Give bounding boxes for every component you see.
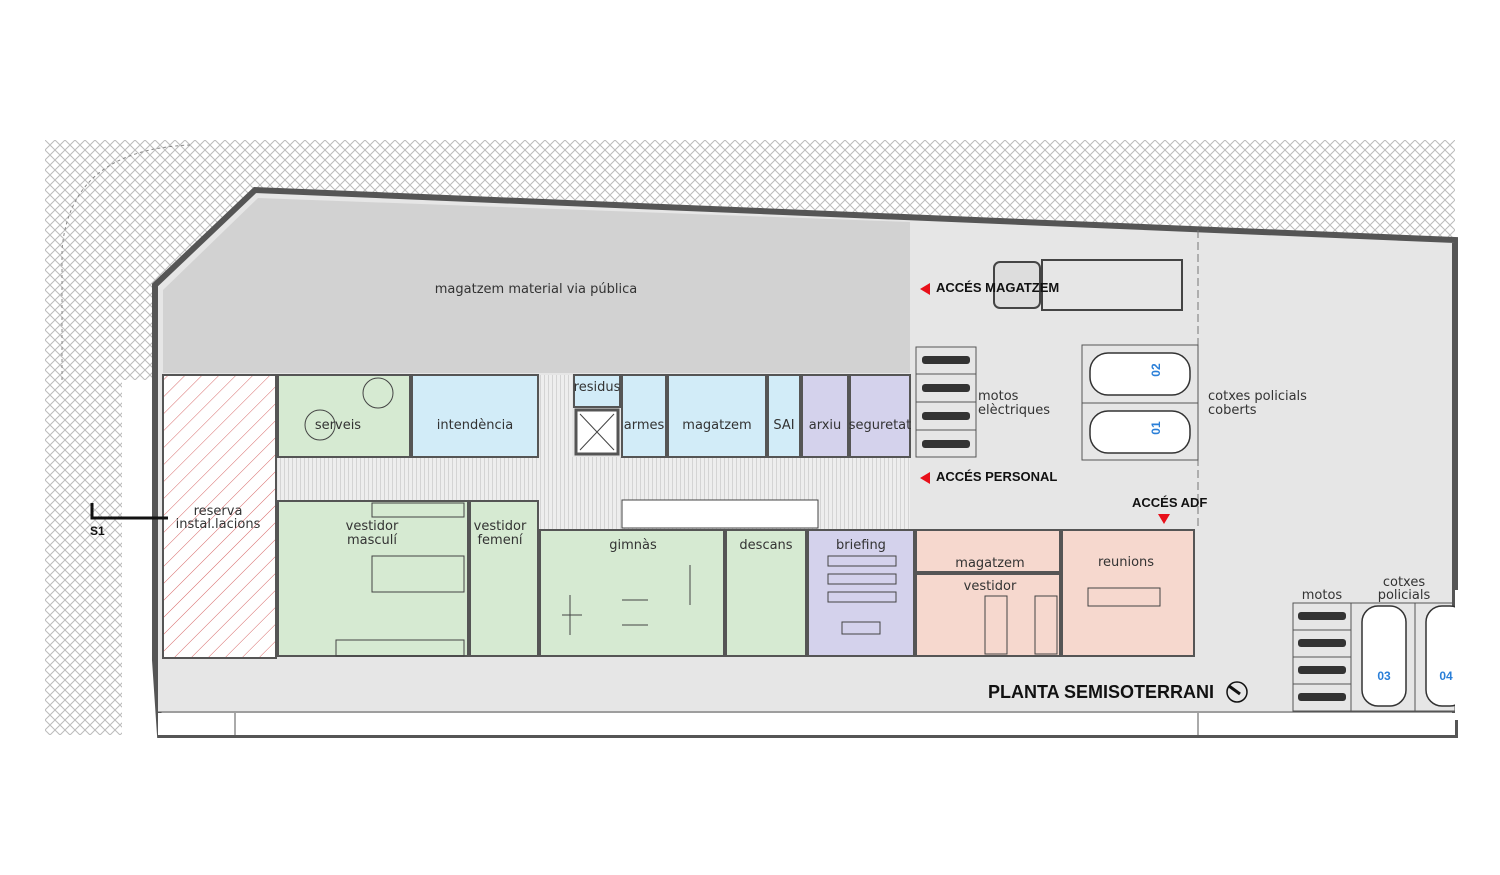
room-label: vestidor xyxy=(964,579,1017,594)
room-vestidor xyxy=(915,573,1061,657)
car-number: 04 xyxy=(1439,669,1453,683)
plan-title: PLANTA SEMISOTERRANI xyxy=(988,682,1214,702)
room-label: serveis xyxy=(315,418,361,433)
moto-electric-bays xyxy=(915,346,977,458)
room-label: femení xyxy=(477,533,522,548)
room-label: armes xyxy=(624,418,665,433)
north-arrow-icon xyxy=(1226,681,1248,703)
room-label: magatzem xyxy=(955,556,1024,571)
room-label: magatzem xyxy=(682,418,751,433)
access-label: ACCÉS ADF xyxy=(1132,495,1207,510)
room-sai xyxy=(767,374,801,458)
room-vestidor-masculi xyxy=(277,500,469,657)
room-label: seguretat xyxy=(849,418,911,433)
room-arxiu xyxy=(801,374,849,458)
room-reunions xyxy=(1061,529,1195,657)
room-label: intendència xyxy=(437,418,513,433)
room-label: SAI xyxy=(773,418,794,433)
room-descans xyxy=(725,529,807,657)
truck-bay xyxy=(1041,259,1183,311)
moto-bays xyxy=(1292,602,1352,712)
room-gimnas xyxy=(539,529,725,657)
room-vestidor-femeni xyxy=(469,500,539,657)
meeting-table xyxy=(1087,587,1161,607)
area-label: motos xyxy=(978,389,1019,404)
car-number: 01 xyxy=(1149,421,1163,435)
room-label: briefing xyxy=(836,538,886,553)
area-label: elèctriques xyxy=(978,403,1050,418)
section-marker xyxy=(90,503,168,520)
area-label: policials xyxy=(1378,588,1431,603)
area-label: cotxes xyxy=(1383,575,1425,590)
access-arrow-icon xyxy=(1158,514,1170,524)
access-label: ACCÉS PERSONAL xyxy=(936,469,1057,484)
room-seguretat xyxy=(849,374,911,458)
room-label: magatzem material via pública xyxy=(435,282,637,297)
access-arrow-icon xyxy=(920,472,930,484)
room-label: descans xyxy=(739,538,792,553)
stairs xyxy=(621,499,819,529)
area-label: motos xyxy=(1302,588,1343,603)
access-arrow-icon xyxy=(920,283,930,295)
car-number: 03 xyxy=(1377,669,1391,683)
room-label: reunions xyxy=(1098,555,1154,570)
room-label: reserva xyxy=(194,504,243,519)
street-curb xyxy=(61,144,191,380)
covered-car-bays xyxy=(1081,344,1199,461)
room-reserva-installacions xyxy=(162,374,277,659)
area-label: coberts xyxy=(1208,403,1257,418)
room-label: vestidor xyxy=(346,519,399,534)
section-label: S1 xyxy=(90,524,105,538)
room-label: instal.lacions xyxy=(176,517,261,532)
area-label: cotxes policials xyxy=(1208,389,1307,404)
room-residus xyxy=(573,374,621,408)
truck-cab xyxy=(993,261,1041,309)
room-magatzem-via-publica xyxy=(163,198,910,373)
car-number: 02 xyxy=(1149,363,1163,377)
room-label: gimnàs xyxy=(609,538,657,553)
room-label: residus xyxy=(574,380,621,395)
room-magatzem-2 xyxy=(915,529,1061,573)
room-armes xyxy=(621,374,667,458)
room-label: arxiu xyxy=(809,418,842,433)
room-intendencia xyxy=(411,374,539,458)
room-magatzem xyxy=(667,374,767,458)
room-label: vestidor xyxy=(474,519,527,534)
room-label: masculí xyxy=(347,533,397,548)
gym-equipment-icon xyxy=(562,565,691,635)
room-serveis xyxy=(277,374,411,458)
access-label: ACCÉS MAGATZEM xyxy=(936,280,1059,295)
briefing-seats xyxy=(827,555,897,635)
